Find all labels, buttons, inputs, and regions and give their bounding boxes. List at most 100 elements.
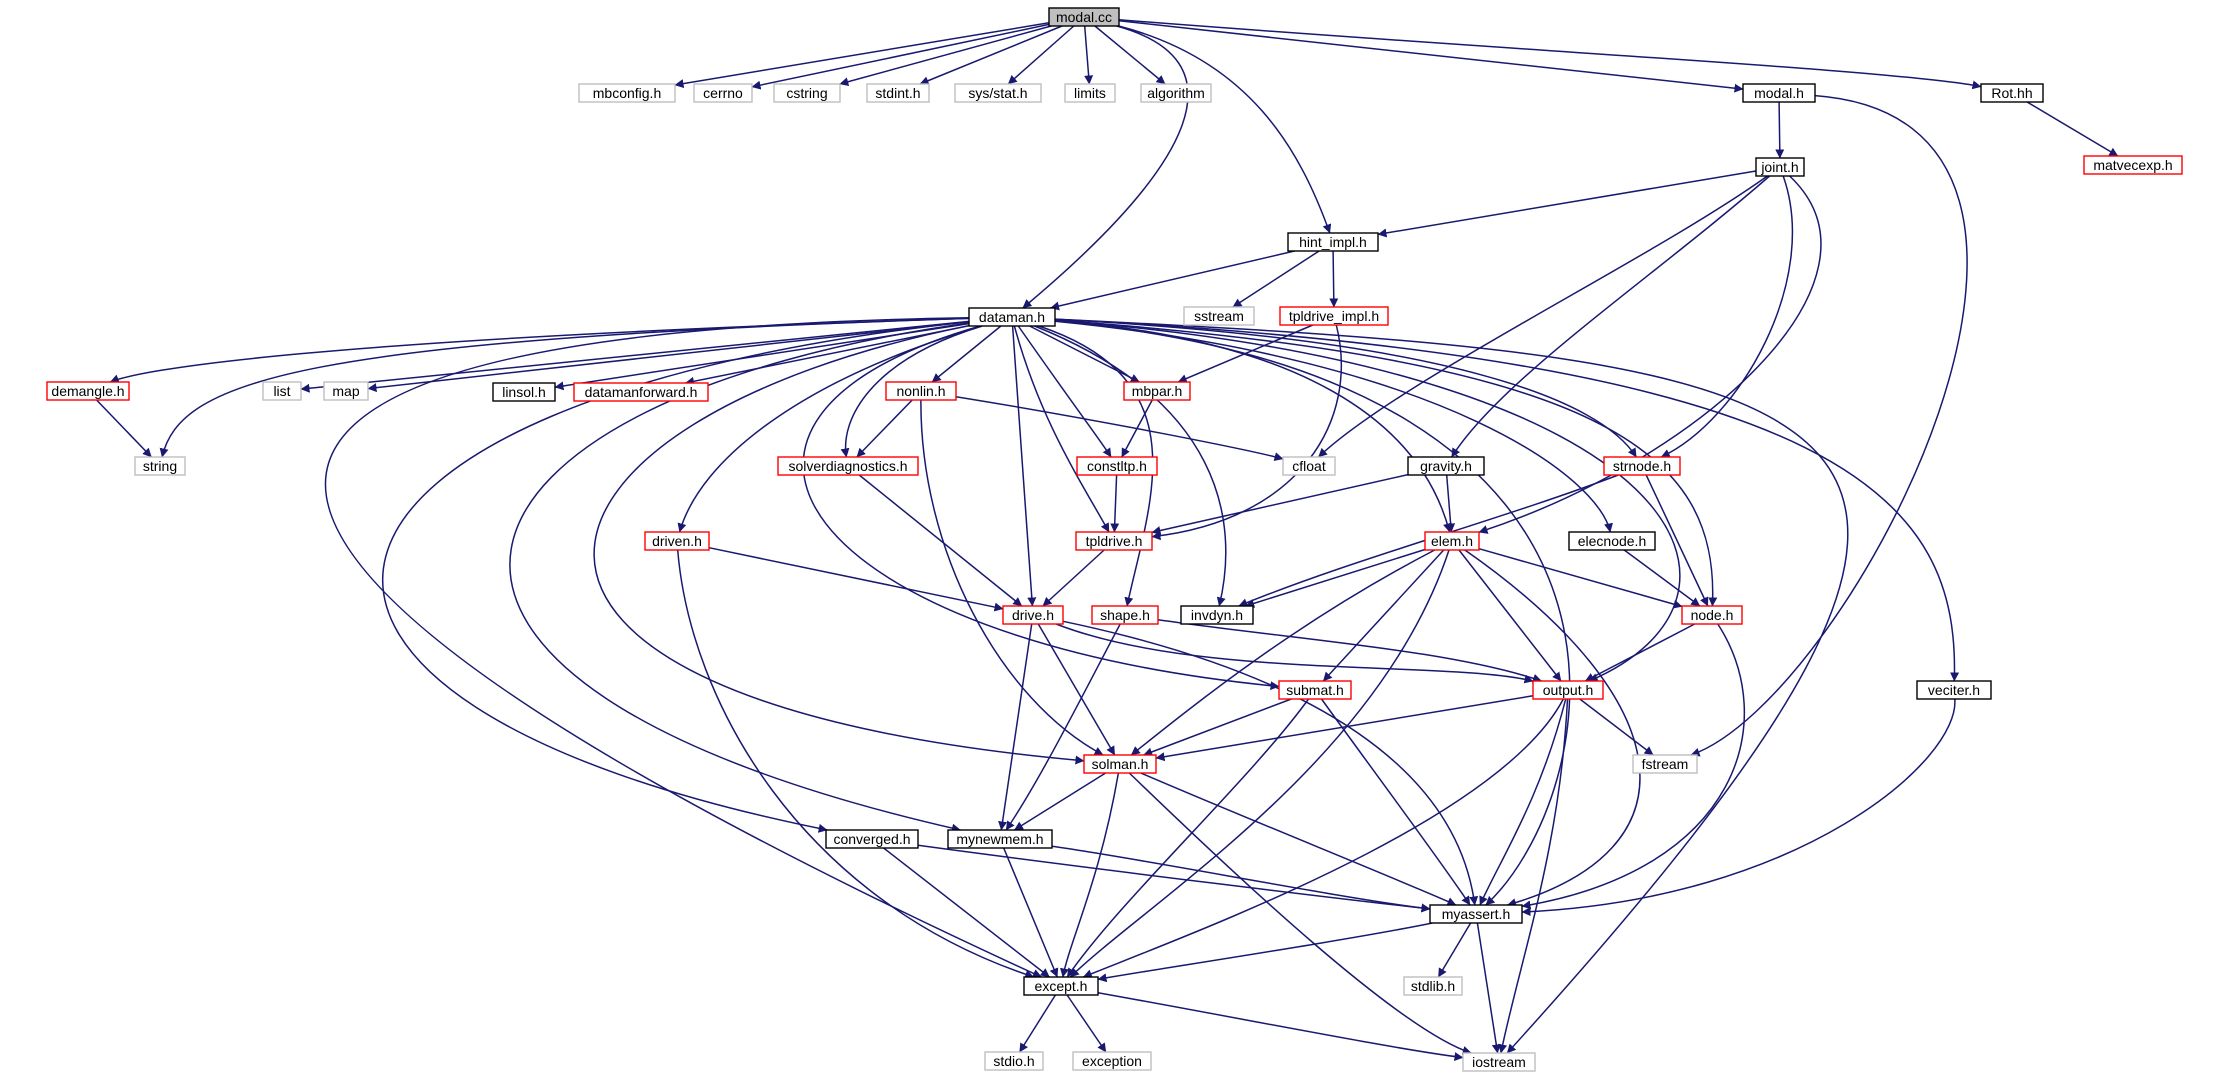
node-linsol[interactable]: linsol.h xyxy=(492,382,556,402)
node-list[interactable]: list xyxy=(262,381,302,401)
node-label: stdlib.h xyxy=(1411,978,1455,994)
node-fstream[interactable]: fstream xyxy=(1632,754,1698,774)
node-box xyxy=(954,83,1042,103)
node-datamanforward[interactable]: datamanforward.h xyxy=(573,382,709,402)
edge-solman-to-myassert xyxy=(1140,772,1457,906)
node-myassert[interactable]: myassert.h xyxy=(1429,904,1523,924)
node-modal-cc[interactable]: modal.cc xyxy=(1048,7,1120,27)
node-box xyxy=(1023,976,1099,996)
node-box xyxy=(1083,754,1157,774)
node-output[interactable]: output.h xyxy=(1532,680,1604,700)
node-tpldrive[interactable]: tpldrive.h xyxy=(1075,531,1153,551)
node-algorithm[interactable]: algorithm xyxy=(1140,83,1212,103)
node-label: dataman.h xyxy=(979,309,1045,325)
node-label: map xyxy=(332,383,359,399)
edge-driven-to-except xyxy=(676,549,1035,979)
node-constltp[interactable]: constltp.h xyxy=(1076,456,1158,476)
node-box xyxy=(984,1051,1044,1071)
node-solverdiag[interactable]: solverdiagnostics.h xyxy=(777,456,919,476)
node-invdyn[interactable]: invdyn.h xyxy=(1180,605,1254,625)
node-hint-impl[interactable]: hint_impl.h xyxy=(1287,232,1379,252)
node-exception[interactable]: exception xyxy=(1072,1051,1152,1071)
node-demangle[interactable]: demangle.h xyxy=(46,381,130,401)
node-iostream[interactable]: iostream xyxy=(1462,1052,1536,1072)
edge-dataman-to-solman xyxy=(593,324,1085,765)
node-box xyxy=(492,382,556,402)
node-stdlib[interactable]: stdlib.h xyxy=(1403,976,1463,996)
node-label: nonlin.h xyxy=(896,383,945,399)
node-cerrno[interactable]: cerrno xyxy=(693,83,753,103)
node-stdio[interactable]: stdio.h xyxy=(984,1051,1044,1071)
node-label: mbconfig.h xyxy=(593,85,661,101)
node-solman[interactable]: solman.h xyxy=(1083,754,1157,774)
node-label: modal.cc xyxy=(1056,9,1112,25)
edge-drive-to-mynewmem xyxy=(998,623,1033,831)
edge-constltp-to-tpldrive xyxy=(1110,474,1120,533)
edge-converged-to-myassert xyxy=(917,844,1431,913)
node-cfloat[interactable]: cfloat xyxy=(1282,456,1336,476)
node-drive[interactable]: drive.h xyxy=(1002,605,1064,625)
node-converged[interactable]: converged.h xyxy=(825,829,919,849)
node-matvecexp[interactable]: matvecexp.h xyxy=(2083,155,2183,175)
node-tpldrive-impl[interactable]: tpldrive_impl.h xyxy=(1279,306,1389,326)
node-label: strnode.h xyxy=(1613,458,1671,474)
node-box xyxy=(1742,83,1816,103)
edge-output-to-myassert xyxy=(1479,698,1567,906)
node-box xyxy=(1075,531,1153,551)
node-mbpar[interactable]: mbpar.h xyxy=(1123,381,1191,401)
node-modal-h[interactable]: modal.h xyxy=(1742,83,1816,103)
node-label: solman.h xyxy=(1092,756,1149,772)
node-label: exception xyxy=(1082,1053,1142,1069)
node-elem[interactable]: elem.h xyxy=(1424,531,1480,551)
edge-dataman-to-map xyxy=(367,321,970,393)
node-nonlin[interactable]: nonlin.h xyxy=(885,381,957,401)
node-box xyxy=(1429,904,1523,924)
node-joint[interactable]: joint.h xyxy=(1755,157,1805,177)
node-mynewmem[interactable]: mynewmem.h xyxy=(947,829,1053,849)
node-box xyxy=(773,83,841,103)
edge-except-to-iostream xyxy=(1097,991,1464,1062)
node-cstring[interactable]: cstring xyxy=(773,83,841,103)
node-box xyxy=(866,83,930,103)
node-sstream[interactable]: sstream xyxy=(1183,306,1255,326)
node-dataman[interactable]: dataman.h xyxy=(968,307,1056,327)
edge-dataman-to-invdyn xyxy=(1034,325,1227,607)
node-rot[interactable]: Rot.hh xyxy=(1980,83,2044,103)
node-mbconfig[interactable]: mbconfig.h xyxy=(578,83,676,103)
node-submat[interactable]: submat.h xyxy=(1278,680,1352,700)
edge-shape-to-mynewmem xyxy=(1005,623,1121,831)
node-node[interactable]: node.h xyxy=(1681,605,1743,625)
node-map[interactable]: map xyxy=(323,381,369,401)
edge-elem-to-invdyn xyxy=(1245,548,1426,608)
node-stdint[interactable]: stdint.h xyxy=(866,83,930,103)
node-label: iostream xyxy=(1472,1054,1526,1070)
edge-modal_cc-to-mbconfig xyxy=(674,22,1050,89)
node-strnode[interactable]: strnode.h xyxy=(1603,456,1681,476)
node-sysstat[interactable]: sys/stat.h xyxy=(954,83,1042,103)
node-box xyxy=(1403,976,1463,996)
edge-nonlin-to-solverdiag xyxy=(856,399,913,458)
edge-dataman-to-demangle xyxy=(109,317,970,383)
node-limits[interactable]: limits xyxy=(1064,83,1116,103)
node-driven[interactable]: driven.h xyxy=(644,531,710,551)
edge-joint-to-cfloat xyxy=(1317,175,1768,458)
edge-node-to-myassert xyxy=(1521,623,1746,910)
edge-nonlin-to-cfloat xyxy=(955,395,1284,462)
node-label: string xyxy=(143,458,177,474)
edge-converged-to-except xyxy=(883,847,1050,978)
node-label: driven.h xyxy=(652,533,702,549)
node-gravity[interactable]: gravity.h xyxy=(1407,456,1485,476)
node-except[interactable]: except.h xyxy=(1023,976,1099,996)
edges-layer xyxy=(96,19,2119,1062)
node-string[interactable]: string xyxy=(134,456,186,476)
node-label: demangle.h xyxy=(51,383,124,399)
node-box xyxy=(1076,456,1158,476)
node-elecnode[interactable]: elecnode.h xyxy=(1568,531,1656,551)
edge-joint-to-hint_impl xyxy=(1377,170,1757,238)
edge-veciter-to-myassert xyxy=(1521,698,1956,917)
edge-modal_cc-to-rot xyxy=(1118,19,1982,90)
edge-modal_h-to-joint xyxy=(1775,101,1785,159)
node-box xyxy=(1424,531,1480,551)
node-veciter[interactable]: veciter.h xyxy=(1916,680,1992,700)
node-shape[interactable]: shape.h xyxy=(1091,605,1159,625)
